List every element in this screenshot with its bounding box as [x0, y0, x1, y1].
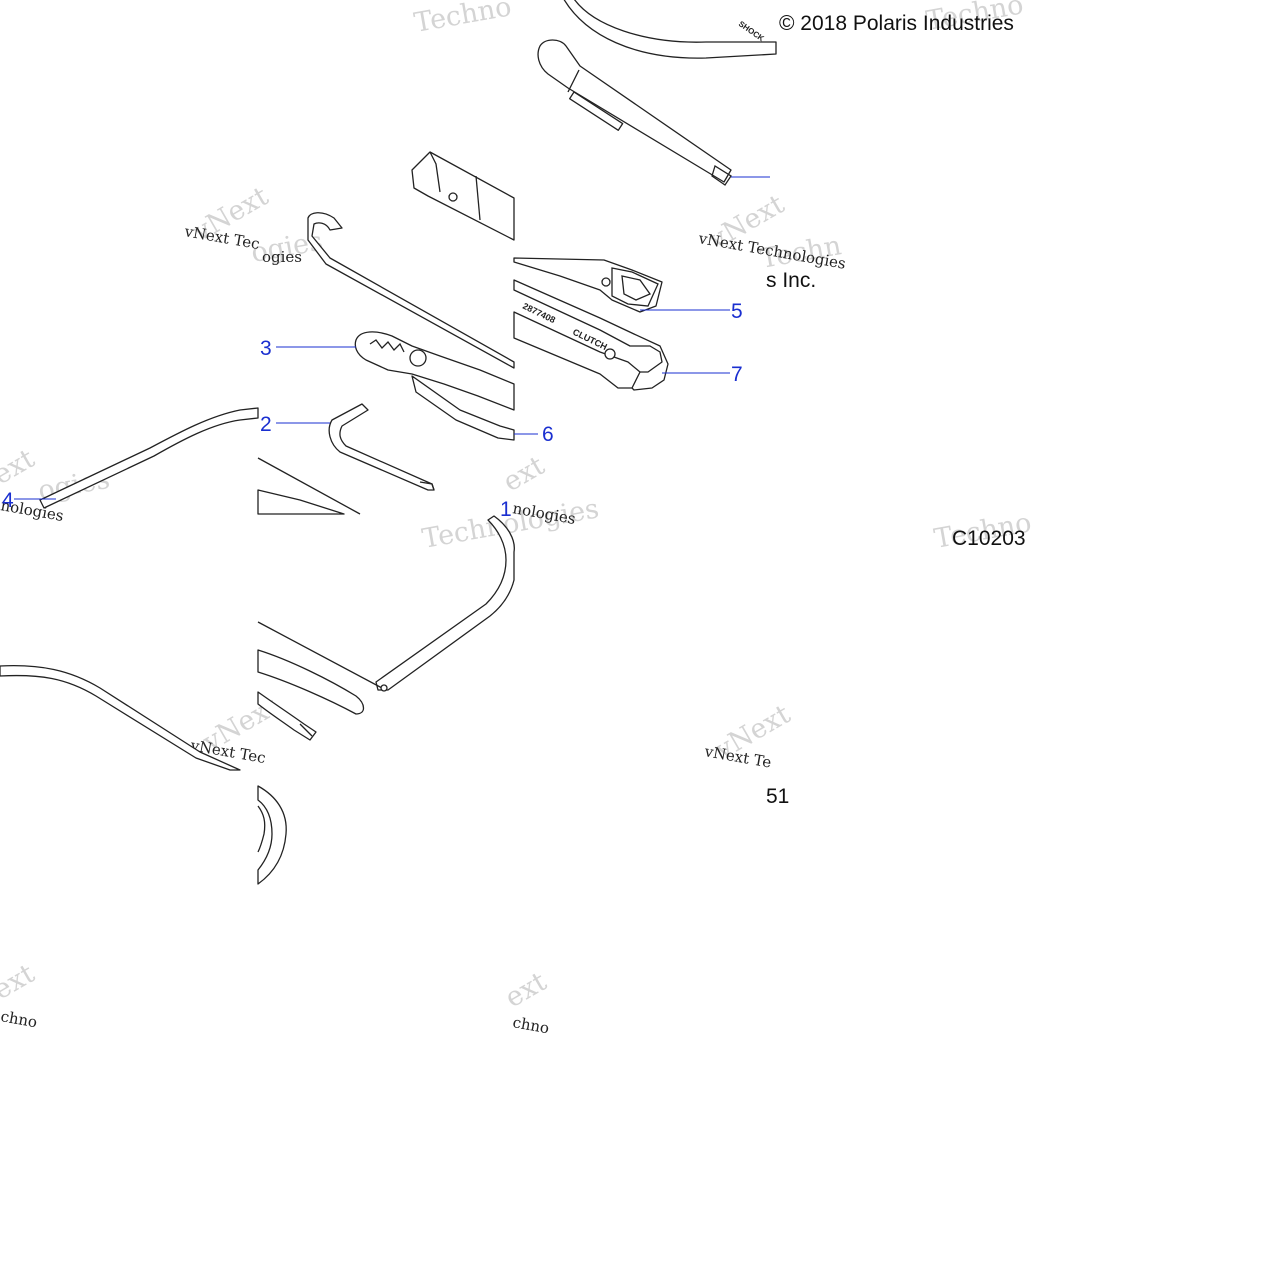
adjustable-pliers — [276, 331, 538, 441]
watermark-ext-bottom-left: ext — [0, 958, 40, 1006]
watermark-chno-bottom-left: chno — [0, 1007, 39, 1031]
handle-tool — [537, 39, 770, 186]
watermark-techno-top: Techno — [412, 0, 514, 39]
drawing-number: C10203 — [952, 527, 1026, 550]
spark-plug-socket-wrench — [411, 151, 730, 313]
callout-4: 4 — [2, 489, 14, 512]
watermark-ext-left: ext — [0, 443, 40, 491]
copyright-fragment: s Inc. — [766, 269, 816, 292]
shock-marking: SHOCK — [737, 19, 766, 43]
hex-key — [276, 403, 435, 491]
pliers-handle-lower — [257, 649, 365, 741]
copyright-notice: © 2018 Polaris Industries — [779, 12, 1014, 35]
callout-1: 1 — [500, 498, 512, 521]
callout-6: 6 — [542, 423, 554, 446]
watermark-nologies-left-small: ogies — [262, 248, 302, 266]
bar-segment-center — [257, 457, 361, 515]
watermark-chno-bottom-center: chno — [511, 1013, 550, 1037]
long-bar-tool — [14, 407, 259, 509]
clutch-holder-tool: 2877408 CLUTCH — [513, 279, 730, 391]
callout-3: 3 — [260, 337, 272, 360]
watermark-ext-center: ext — [498, 450, 550, 498]
watermark-ext-bottom-center: ext — [500, 966, 552, 1014]
long-bar-lower — [0, 665, 241, 771]
callout-5: 5 — [731, 300, 743, 323]
callout-7: 7 — [731, 363, 743, 386]
stray-fragment: 51 — [766, 785, 789, 808]
callout-2: 2 — [260, 413, 272, 436]
hook-rod-tool — [307, 212, 515, 369]
shock-spanner-wrench: SHOCK — [563, 0, 777, 59]
watermark-small-layer: vNext Tec ogies vNext Technologies nolog… — [0, 222, 847, 1037]
callout-layer: 3 2 4 1 6 5 7 — [2, 300, 743, 521]
round-cable-loop — [257, 785, 287, 885]
strap-tool — [257, 515, 515, 692]
